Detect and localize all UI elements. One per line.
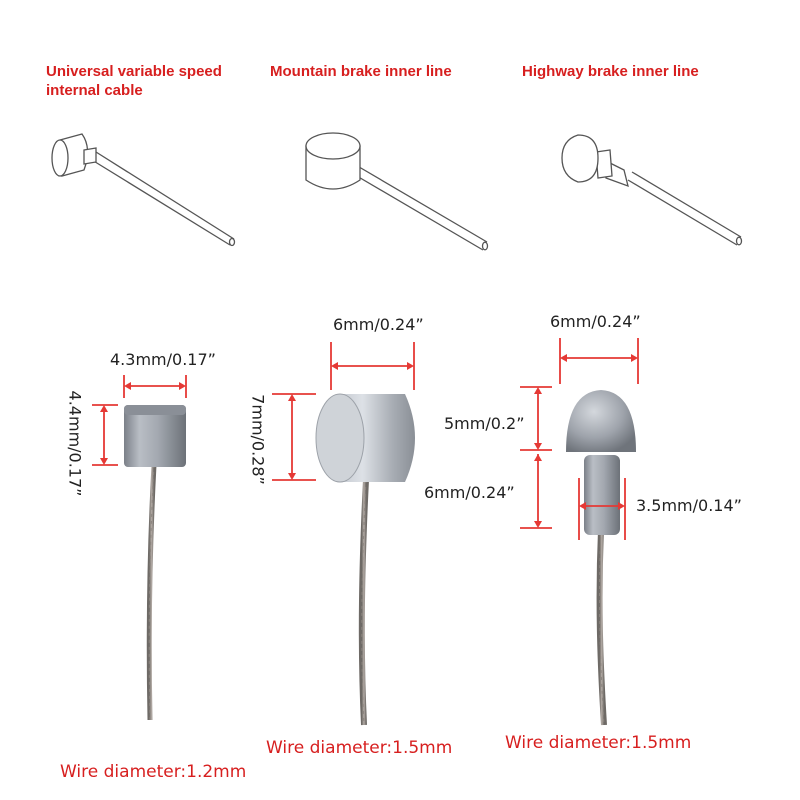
dimension-lines [92,338,639,540]
cable-1-height-label: 4.4mm/0.17” [65,390,85,497]
cable-1-width-label: 4.3mm/0.17” [110,350,216,369]
cable-3-title: Highway brake inner line [522,62,752,81]
cable-2-wire-diameter: Wire diameter:1.5mm [266,738,453,758]
cable-3-wire-diameter: Wire diameter:1.5mm [505,733,692,753]
cable-2-photo [315,393,415,726]
cable-2-width-label: 6mm/0.24” [333,315,424,334]
cable-1-wire-diameter: Wire diameter:1.2mm [60,762,247,782]
cable-3-title-line1: Highway brake inner line [522,63,699,80]
cable-1-title-line2: internal cable [46,82,143,99]
cable-1-sketch [51,133,236,247]
cable-3-neck-width-label: 3.5mm/0.14” [636,496,742,515]
cable-2-height-label: 7mm/0.28” [248,394,268,485]
cable-2-title: Mountain brake inner line [270,62,500,81]
cable-1-title-line1: Universal variable speed [46,63,222,80]
cable-3-photo [566,390,636,726]
cable-1-photo [124,405,186,721]
cable-3-neck-label: 6mm/0.24” [424,483,515,502]
cable-3-width-label: 6mm/0.24” [550,312,641,331]
cable-3-dome-label: 5mm/0.2” [444,414,525,433]
cable-1-title: Universal variable speed internal cable [46,62,266,100]
cable-3-sketch [561,134,743,246]
cable-2-title-line1: Mountain brake inner line [270,63,452,80]
cable-2-sketch [305,132,489,251]
